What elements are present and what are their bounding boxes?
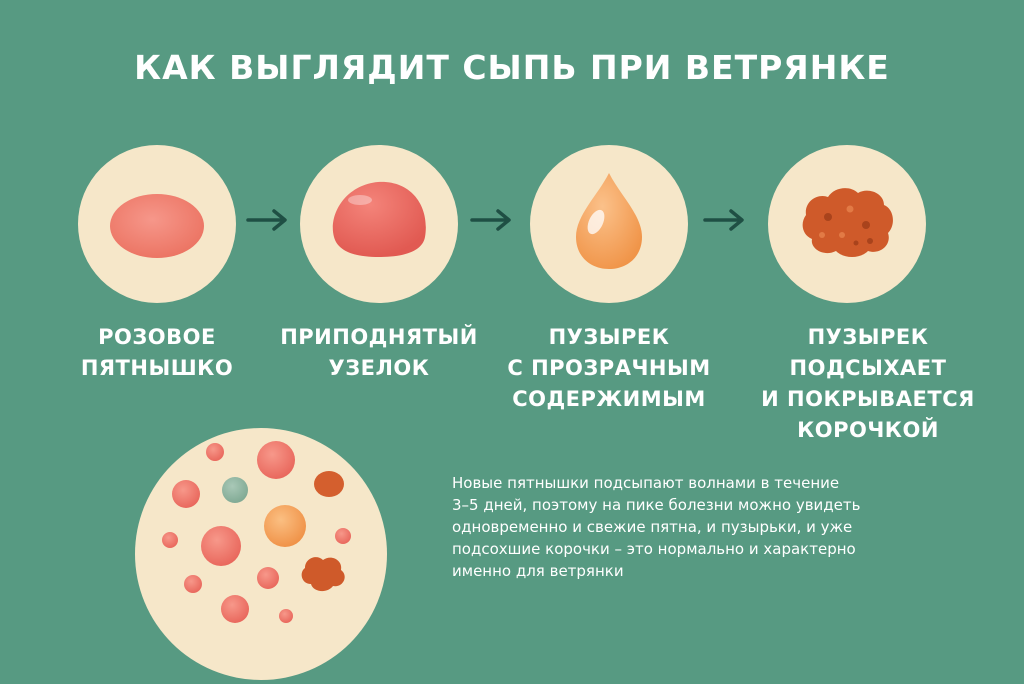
label-line: ПРИПОДНЯТЫЙ [280, 325, 478, 349]
spot [222, 477, 248, 503]
note-line: именно для ветрянки [452, 562, 624, 580]
arrow-right-icon [246, 209, 287, 231]
spot [257, 567, 279, 589]
label-line: КОРОЧКОЙ [797, 418, 939, 442]
spot [221, 595, 249, 623]
spot [172, 480, 200, 508]
pink-spot-icon [110, 194, 204, 258]
stage-label-spot: РОЗОВОЕ ПЯТНЫШКО [42, 322, 272, 384]
label-line: ПУЗЫРЕК [548, 325, 670, 349]
spot [162, 532, 178, 548]
arrow-right-icon [703, 209, 744, 231]
crust [301, 557, 345, 592]
note-line: одновременно и свежие пятна, и пузырьки,… [452, 518, 853, 536]
stage-crust-circle [768, 145, 926, 303]
papule-icon [332, 181, 426, 257]
label-line: РОЗОВОЕ [98, 325, 216, 349]
spot [257, 441, 295, 479]
stage-label-vesicle: ПУЗЫРЕК С ПРОЗРАЧНЫМ СОДЕРЖИМЫМ [494, 322, 724, 415]
stage-papule-circle [300, 145, 458, 303]
label-line: ПЯТНЫШКО [80, 356, 234, 380]
vesicle [264, 505, 306, 547]
spot [279, 609, 293, 623]
mixed-rash-circle [135, 428, 387, 680]
stage-label-crust: ПУЗЫРЕК ПОДСЫХАЕТ И ПОКРЫВАЕТСЯ КОРОЧКОЙ [742, 322, 994, 446]
label-line: И ПОКРЫВАЕТСЯ [761, 387, 975, 411]
crust [314, 471, 344, 497]
label-line: С ПРОЗРАЧНЫМ [507, 356, 711, 380]
vesicle-drop-icon [576, 173, 642, 269]
label-line: ПУЗЫРЕК [807, 325, 929, 349]
arrow-right-icon [470, 209, 511, 231]
note-line: Новые пятнышки подсыпают волнами в течен… [452, 474, 840, 492]
label-line: СОДЕРЖИМЫМ [512, 387, 706, 411]
spot [335, 528, 351, 544]
description-note: Новые пятнышки подсыпают волнами в течен… [452, 472, 972, 582]
spot [184, 575, 202, 593]
label-line: УЗЕЛОК [328, 356, 430, 380]
crust-icon [802, 188, 893, 257]
spot [206, 443, 224, 461]
page-title: КАК ВЫГЛЯДИТ СЫПЬ ПРИ ВЕТРЯНКЕ [134, 48, 890, 87]
note-line: подсохшие корочки – это нормально и хара… [452, 540, 856, 558]
mixed-rash-illustration [162, 441, 351, 623]
stage-vesicle-circle [530, 145, 688, 303]
stage-spot-circle [78, 145, 236, 303]
stage-label-papule: ПРИПОДНЯТЫЙ УЗЕЛОК [264, 322, 494, 384]
spot [201, 526, 241, 566]
note-line: 3–5 дней, поэтому на пике болезни можно … [452, 496, 861, 514]
label-line: ПОДСЫХАЕТ [789, 356, 947, 380]
